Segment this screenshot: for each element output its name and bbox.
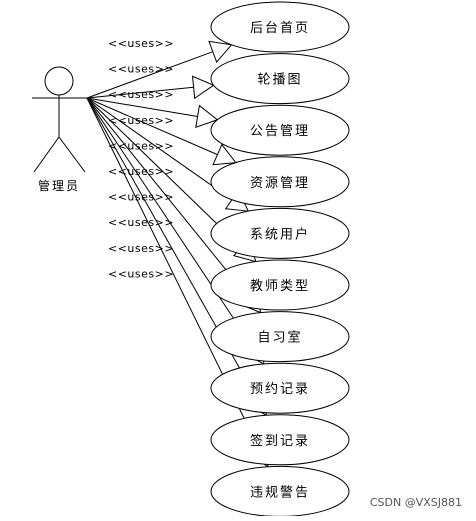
uses-label: <<uses>> (108, 267, 174, 280)
use-case-label: 教师类型 (250, 278, 310, 294)
uses-label: <<uses>> (108, 114, 174, 127)
use-case-label: 违规警告 (250, 484, 310, 500)
actor-figure (32, 66, 87, 173)
use-case-label: 自习室 (257, 330, 302, 346)
use-case-label: 预约记录 (250, 382, 310, 397)
use-case-label: 签到记录 (250, 433, 310, 449)
watermark: CSDN @VXSJ881 (370, 496, 462, 509)
use-case-ellipse[interactable] (210, 1, 350, 53)
use-case-ellipse[interactable] (210, 362, 350, 414)
uses-label: <<uses>> (108, 88, 174, 101)
uses-line (86, 86, 194, 99)
uses-label: <<uses>> (108, 63, 174, 76)
uses-label: <<uses>> (108, 216, 174, 229)
actor-right-leg (58, 136, 86, 173)
use-case-ellipse[interactable] (210, 156, 350, 208)
uses-line (86, 97, 233, 201)
actor-label: 管理员 (38, 178, 80, 193)
uses-arrowhead (191, 75, 215, 100)
uses-line (86, 97, 218, 156)
use-case-label: 系统用户 (250, 226, 310, 242)
uses-label: <<uses>> (108, 139, 174, 152)
use-case-ellipse[interactable] (210, 259, 350, 311)
uses-label: <<uses>> (108, 165, 174, 178)
uses-label: <<uses>> (108, 242, 174, 255)
uses-label: <<uses>> (108, 37, 174, 50)
uses-label: <<uses>> (108, 191, 174, 204)
use-case-ellipse[interactable] (210, 53, 350, 105)
uses-arrowhead (195, 104, 219, 129)
use-case-label: 公告管理 (250, 124, 310, 139)
use-case-ellipse[interactable] (210, 311, 350, 363)
uses-line (86, 97, 254, 348)
uses-line (86, 97, 242, 249)
actor-head (44, 66, 74, 96)
use-case-label: 后台首页 (250, 21, 310, 36)
uses-labels: <<uses>> <<uses>> <<uses>> <<uses>> <<uses>>… (108, 37, 174, 280)
uses-arrowhead (212, 143, 237, 166)
uses-line (86, 51, 213, 99)
use-case-label: 轮播图 (257, 73, 302, 88)
use-case-ellipse[interactable] (210, 104, 350, 156)
uses-line (86, 97, 198, 117)
use-case-label: 资源管理 (250, 176, 310, 191)
actor-left-leg (33, 136, 60, 173)
use-case-ellipse[interactable] (210, 414, 350, 466)
uses-line (86, 97, 249, 298)
uses-arrowhead (208, 40, 233, 64)
use-case-ellipse[interactable] (210, 207, 350, 259)
